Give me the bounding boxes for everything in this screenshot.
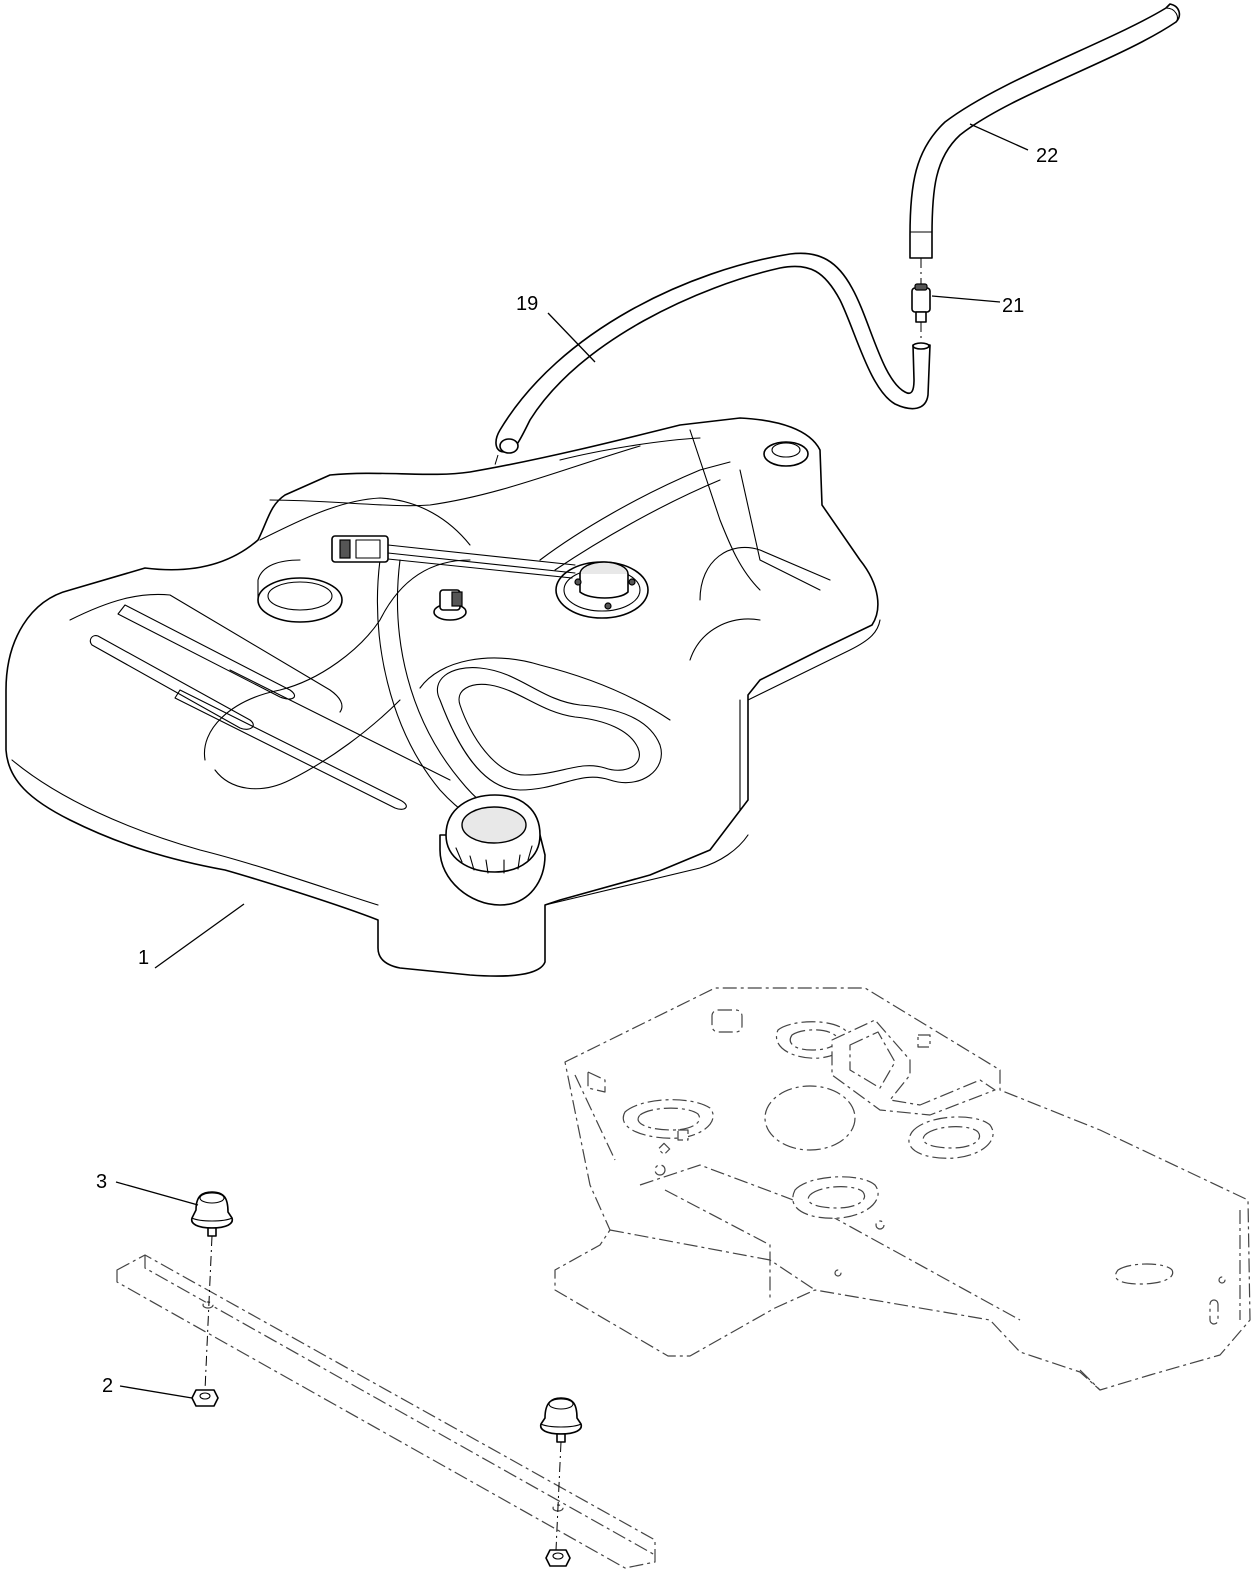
leader-3: [115, 1181, 199, 1206]
callout-21: 21: [1002, 295, 1024, 317]
fuel-cap: [439, 794, 546, 906]
vent-hose: [454, 252, 931, 596]
leader-19: [547, 312, 596, 363]
mounting-plate: [554, 987, 1251, 1391]
callout-1: 1: [138, 947, 149, 969]
vent-fitting: [433, 589, 467, 621]
callout-3: 3: [96, 1171, 107, 1193]
callout-22: 22: [1036, 145, 1058, 167]
callout-19: 19: [516, 293, 538, 315]
flange-nut-left: [191, 1389, 219, 1407]
wire-harness: [331, 535, 576, 579]
centerline-left: [204, 1235, 213, 1391]
centerline-right: [555, 1441, 562, 1551]
leader-21: [931, 295, 1001, 303]
flange-nut-right: [545, 1549, 571, 1567]
leader-22: [969, 123, 1029, 151]
leader-1: [154, 903, 245, 969]
isolator-mount-left: [190, 1191, 234, 1237]
isolator-mount-right: [539, 1397, 583, 1443]
support-bar: [116, 1254, 656, 1569]
callout-2: 2: [102, 1375, 113, 1397]
fuel-tank: [5, 417, 881, 977]
breather-hose: [909, 3, 1181, 259]
leader-2: [119, 1385, 193, 1399]
hose-connector: [911, 258, 931, 342]
fuel-sender-unit: [555, 561, 649, 619]
